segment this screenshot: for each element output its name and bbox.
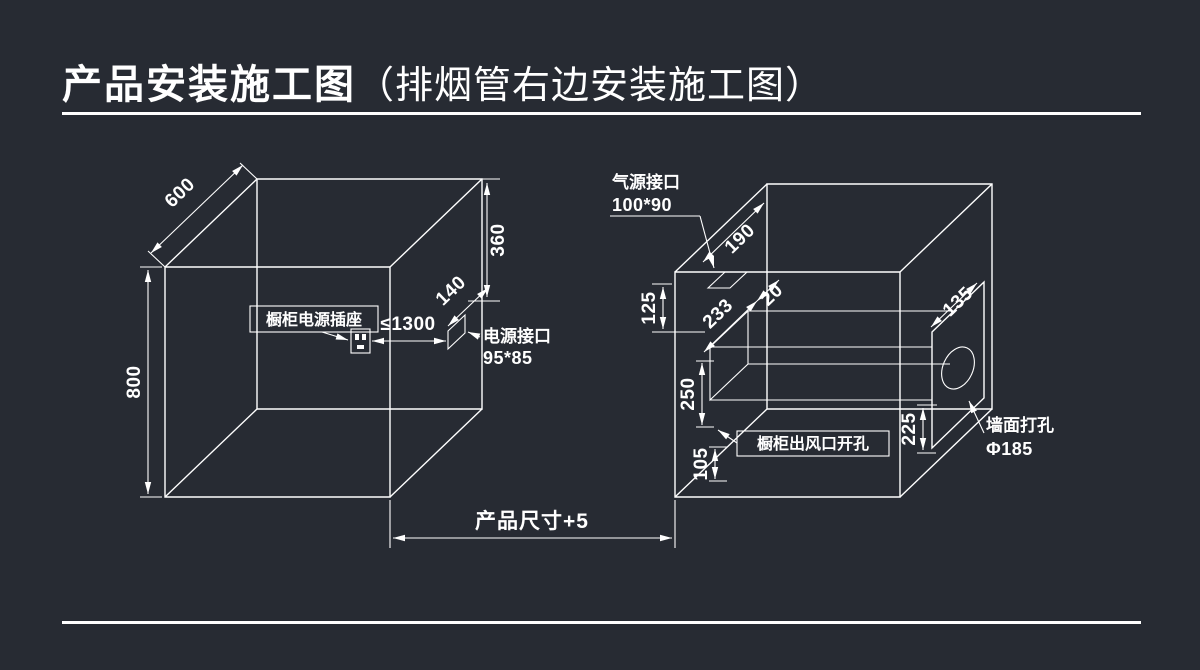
power-socket-icon: [350, 328, 371, 354]
dim-bottom-clearance-105: 105: [691, 446, 727, 482]
dim-duct-height-value: 250: [678, 377, 699, 410]
power-port-name: 电源接口: [483, 326, 551, 346]
gas-port-name: 气源接口: [611, 172, 680, 192]
dim-depth-value: 600: [161, 174, 199, 212]
dim-bottom-clearance-value: 105: [691, 447, 712, 480]
dim-duct-depth-value: 233: [699, 295, 737, 333]
dim-wall-bottom-225: 225: [899, 404, 937, 454]
dim-product-size: 产品尺寸+5: [389, 500, 676, 548]
cabinet-socket-label-text: 橱柜电源插座: [266, 310, 362, 329]
wall-hole-label: 墙面打孔 Φ185: [968, 400, 1054, 459]
outlet-opening-label: 橱柜出风口开孔: [717, 429, 890, 457]
dim-top-to-port-360: 360: [468, 178, 509, 302]
dim-height-value: 800: [124, 365, 145, 398]
left-cabinet-outline: [164, 178, 483, 498]
dim-gas-offset-value: 190: [721, 220, 759, 258]
dim-gap-20: 20: [756, 279, 788, 310]
top-divider: [62, 112, 1141, 115]
dim-depth-600: 600: [147, 162, 258, 268]
dim-wall-bottom-value: 225: [899, 412, 920, 445]
dim-product-size-value: 产品尺寸+5: [475, 509, 589, 533]
page-title-sub: （排烟管右边安装施工图）: [356, 65, 825, 107]
dim-wall-offset-135: 135: [930, 282, 977, 328]
page-title-main: 产品安装施工图: [62, 63, 356, 107]
power-port-size: 95*85: [483, 348, 533, 368]
page-title: 产品安装施工图（排烟管右边安装施工图）: [62, 52, 824, 110]
dim-height-800: 800: [124, 266, 162, 498]
dim-port-offset-140: 140: [432, 272, 489, 327]
gas-port-size: 100*90: [612, 195, 672, 215]
wall-hole-name: 墙面打孔: [986, 415, 1054, 435]
cabinet-socket-label: 橱柜电源插座: [249, 305, 379, 341]
wall-hole-size: Φ185: [986, 439, 1033, 459]
gas-port: 气源接口 100*90: [610, 172, 749, 289]
outlet-opening-label-text: 橱柜出风口开孔: [757, 434, 869, 453]
dim-gas-offset-190: 190: [702, 202, 765, 263]
dim-port-offset-value: 140: [432, 272, 470, 310]
wall-hole-ellipse: [941, 346, 975, 390]
air-duct: [709, 309, 950, 402]
dim-top-clearance-value: 125: [639, 291, 660, 324]
dim-gap-value: 20: [757, 280, 788, 310]
bottom-divider: [62, 621, 1141, 624]
power-port: 电源接口 95*85: [447, 313, 551, 368]
dim-top-clearance-125: 125: [639, 283, 705, 333]
dim-socket-distance-value: ≤1300: [380, 314, 435, 335]
dim-top-to-port-value: 360: [488, 223, 509, 256]
dim-socket-distance-1300: ≤1300: [372, 314, 446, 345]
dim-duct-height-250: 250: [678, 360, 714, 428]
